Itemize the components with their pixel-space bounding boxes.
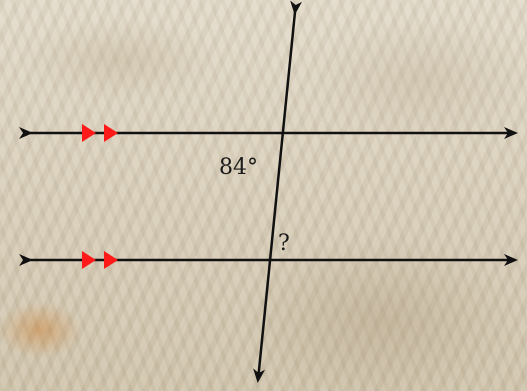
angle-label-84: 84° [219, 155, 258, 180]
parallel-marks-top [82, 124, 118, 142]
angle-label-unknown: ? [278, 231, 290, 256]
parallel-mark-top-2 [104, 124, 118, 142]
parallel-mark-bottom-1 [82, 251, 96, 269]
parallel-mark-bottom-2 [104, 251, 118, 269]
parallel-mark-top-1 [82, 124, 96, 142]
parallel-marks-bottom [82, 251, 118, 269]
transversal-line [253, 0, 303, 383]
